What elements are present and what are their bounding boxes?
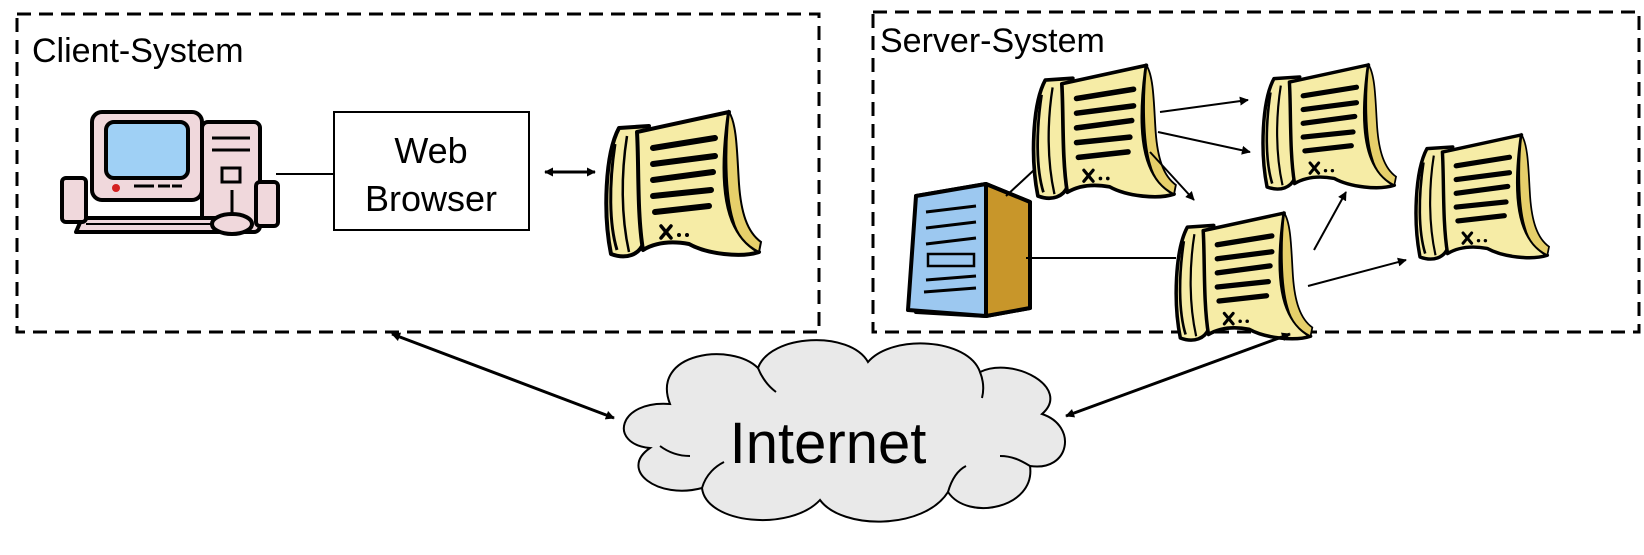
- server-tower-icon: [906, 182, 1032, 318]
- link-arrow: [1307, 257, 1407, 287]
- client-system-boundary: [15, 12, 821, 334]
- link-arrow: [1159, 96, 1249, 113]
- server-document-icon-top: [1034, 65, 1176, 198]
- server-document-icon-far-right: [1416, 135, 1549, 259]
- client-internet-arrow: [391, 332, 615, 420]
- web-browser-label-line1: Web: [394, 130, 467, 171]
- internet-cloud: Internet: [622, 339, 1066, 523]
- client-system-title: Client-System: [32, 32, 244, 70]
- desktop-computer-icon: [60, 110, 280, 236]
- server-document-icon-top-right: [1263, 65, 1396, 189]
- server-to-top-document-line: [1005, 169, 1035, 197]
- link-arrow: [1313, 191, 1347, 251]
- server-system-title: Server-System: [880, 22, 1105, 60]
- server-document-icon-middle: [1176, 213, 1312, 340]
- link-arrow: [1149, 151, 1195, 201]
- server-system-boundary: [871, 10, 1641, 334]
- web-browser-label-line2: Browser: [365, 178, 497, 219]
- server-internet-arrow: [1065, 332, 1291, 418]
- internet-label: Internet: [730, 411, 927, 476]
- client-document-icon: [606, 112, 761, 256]
- web-browser-box: Web Browser: [333, 111, 530, 231]
- link-arrow: [1157, 131, 1251, 155]
